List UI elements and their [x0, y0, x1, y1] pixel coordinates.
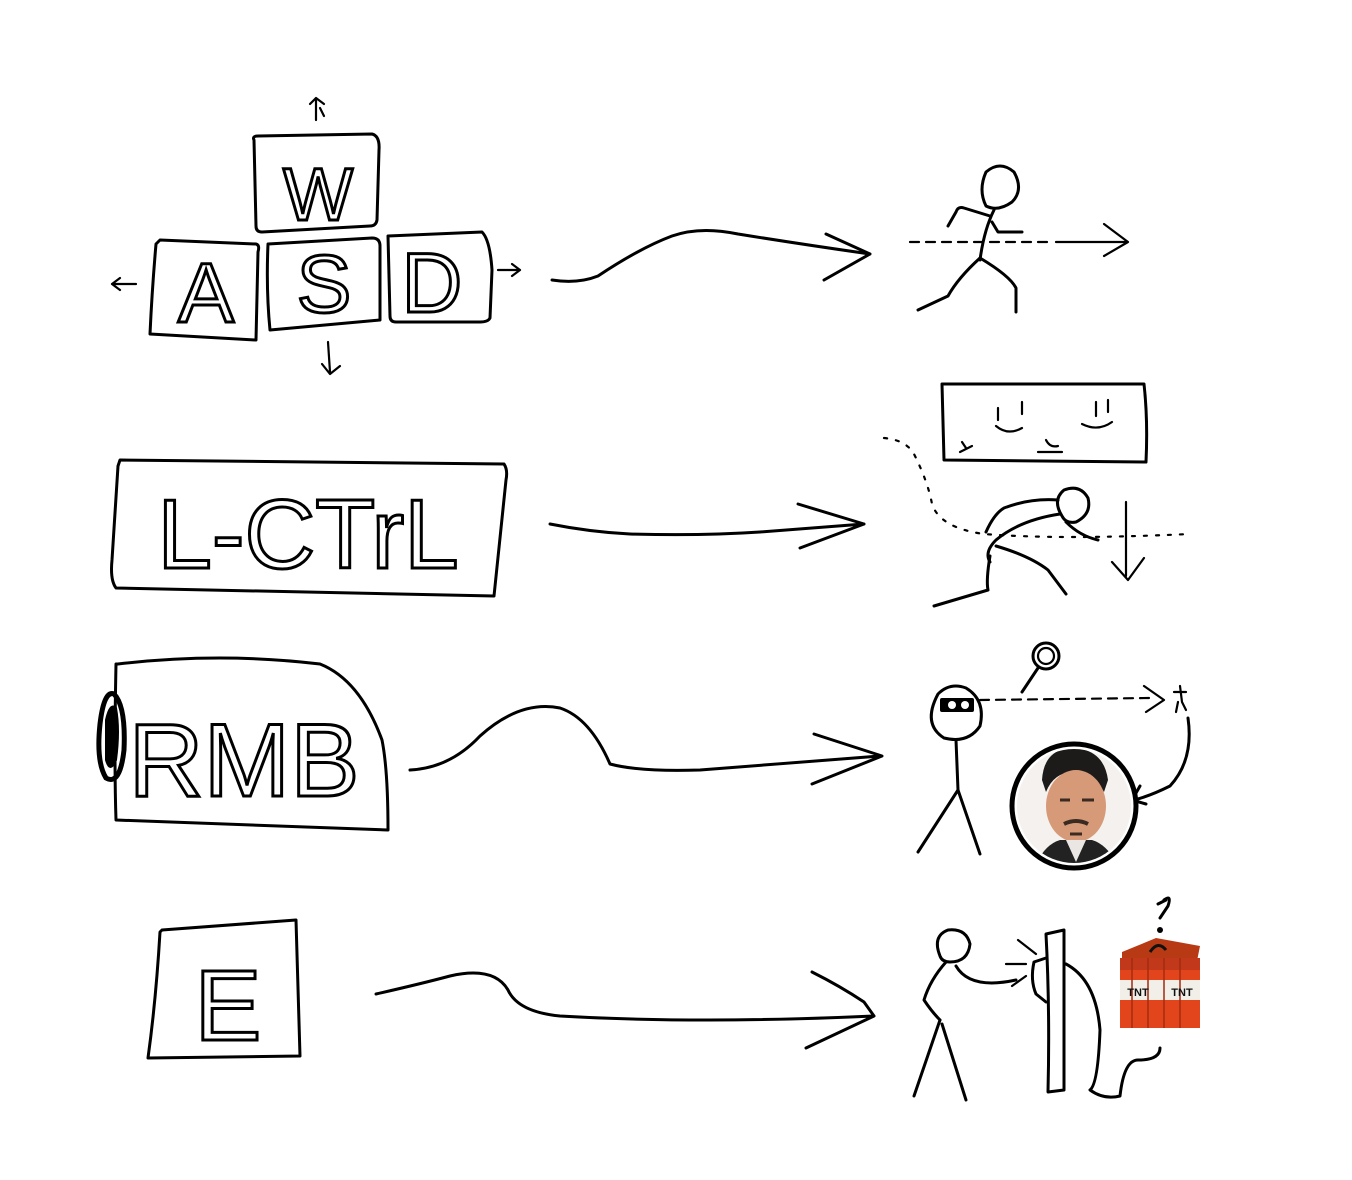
zoom-scope-stick-figure-icon [916, 641, 1191, 871]
key-rmb: RMB [96, 656, 390, 832]
arrow-move [550, 228, 872, 283]
key-lctrl-label: L-CTrL [157, 479, 458, 589]
key-lctrl: L-CTrL [110, 458, 509, 598]
arrow-aim [408, 705, 884, 786]
arrow-crouch [548, 502, 866, 550]
row-crouch: L-CTrL [110, 382, 1192, 608]
key-e: E [146, 918, 302, 1064]
key-d-label: D [402, 236, 463, 330]
key-rmb-label: RMB [128, 703, 359, 819]
tnt-block-icon: TNT TNT [1120, 938, 1200, 1028]
direction-arrows-icon [110, 96, 522, 376]
row-aim: RMB [96, 641, 1191, 871]
key-w: W [252, 132, 381, 238]
row-move: W A S D [110, 96, 1130, 376]
sliding-stick-figure-icon [882, 382, 1192, 608]
press-button-tnt-icon: TNT TNT [912, 896, 1200, 1102]
key-e-label: E [195, 950, 262, 1062]
tnt-label-right: TNT [1171, 987, 1193, 999]
zoomed-target-portrait-icon [1009, 741, 1139, 871]
row-interact: E TNT TNT [146, 896, 1200, 1102]
key-a-label: A [178, 246, 234, 340]
key-s: S [265, 236, 382, 332]
key-s-label: S [297, 239, 352, 330]
tnt-label-left: TNT [1127, 987, 1149, 999]
key-w-label: W [283, 153, 353, 236]
arrow-interact [374, 970, 876, 1050]
exclamation-icon [1156, 896, 1171, 920]
running-stick-figure-icon [908, 164, 1130, 314]
key-d: D [386, 230, 494, 332]
key-a: A [148, 238, 261, 342]
